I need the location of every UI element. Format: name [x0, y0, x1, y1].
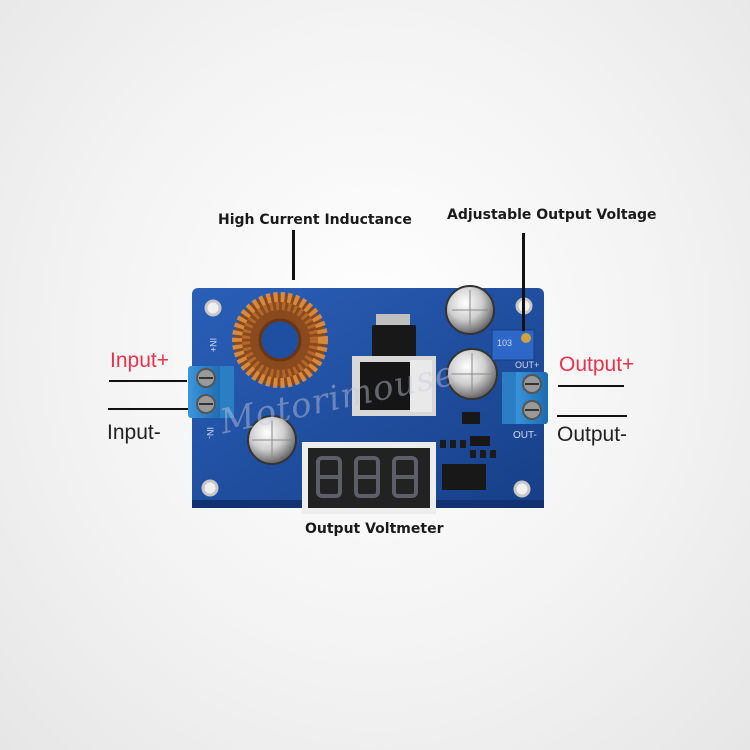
label-output-minus: Output-: [557, 423, 628, 446]
label-output-plus: Output+: [559, 353, 635, 376]
label-input-minus: Input-: [107, 421, 161, 444]
line-output-plus: [558, 385, 624, 387]
toroid-inductor: [232, 292, 328, 388]
silk-in-minus: IN-: [205, 427, 215, 439]
callout-line-inductance: [292, 230, 295, 280]
silk-out-plus: OUT+: [515, 360, 540, 370]
regulator-chip: [372, 314, 416, 363]
line-input-plus: [109, 380, 187, 382]
capacitor-bottom-left: [247, 415, 297, 465]
output-terminal-block: [502, 372, 548, 424]
label-input-plus: Input+: [110, 349, 169, 372]
ic-chips: [442, 412, 490, 490]
power-diode: [352, 356, 436, 416]
seven-segment-display: [302, 442, 436, 514]
capacitor-top-right: [445, 285, 495, 335]
label-inductance: High Current Inductance: [218, 212, 412, 228]
silk-out-minus: OUT-: [513, 430, 537, 441]
capacitor-middle-right: [446, 348, 498, 400]
label-voltmeter: Output Voltmeter: [305, 521, 444, 537]
line-input-minus: [108, 408, 188, 410]
silk-in-plus: IN+: [208, 337, 219, 353]
silk-pot-code: 103: [497, 338, 513, 348]
line-output-minus: [557, 415, 627, 417]
callout-line-adjustable: [522, 233, 525, 331]
mounting-holes: [201, 297, 533, 498]
trimmer-potentiometer: [491, 329, 535, 361]
label-adjustable-voltage: Adjustable Output Voltage: [447, 207, 657, 223]
input-terminal-block: [188, 366, 234, 418]
